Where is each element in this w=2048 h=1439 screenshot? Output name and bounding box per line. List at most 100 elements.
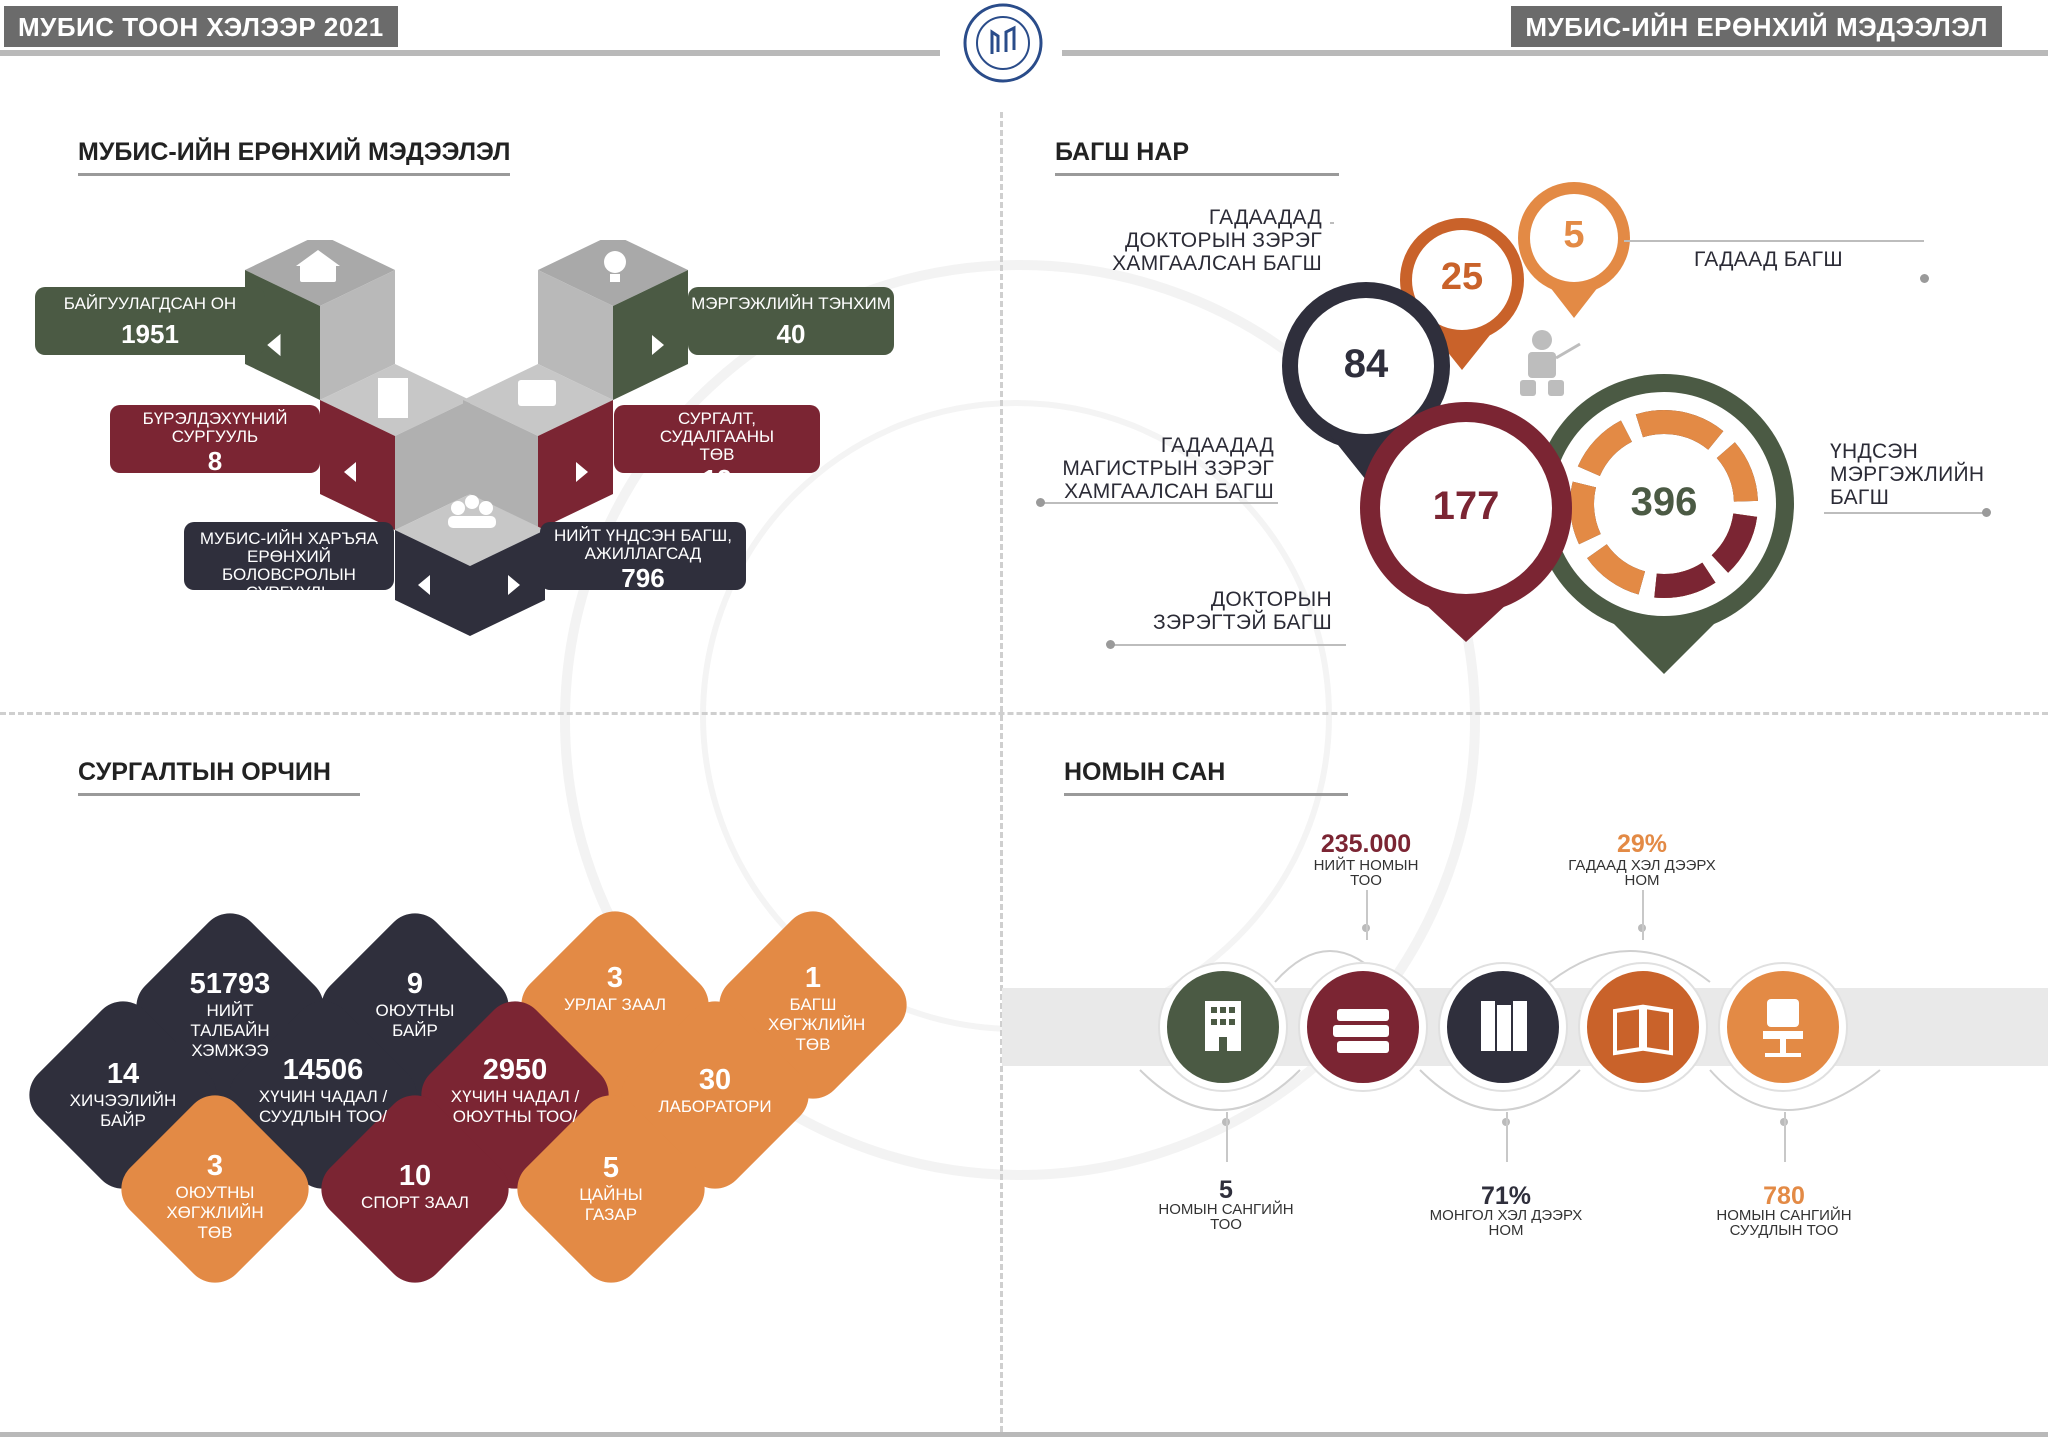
founded-value: 1951	[121, 319, 179, 349]
foreign-teacher-value: 5	[1563, 214, 1585, 256]
foreign-doctor-leader	[1330, 222, 1334, 224]
env-cafe-value: 5	[602, 1152, 620, 1184]
university-logo	[963, 3, 1043, 83]
chair-icon	[1763, 999, 1803, 1057]
departments-label: МЭРГЭЖЛИЙН ТЭНХИМ	[691, 294, 891, 313]
env-lab-label: ЛАБОРАТОРИ	[658, 1097, 772, 1116]
core-leader	[1824, 512, 1990, 514]
book-binders-icon-circle	[1440, 964, 1566, 1090]
env-student-center-label: ОЮУТНЫ ХӨГЖЛИЙН ТӨВ	[166, 1183, 264, 1242]
doctor-value: 177	[1432, 484, 1500, 528]
env-teacher-center-value: 1	[804, 962, 822, 994]
centers-label: СУРГАЛТ, СУДАЛГААНЫ ТӨВ	[659, 409, 775, 464]
foreign-doctor-label: ГАДААДАД ДОКТОРЫН ЗЭРЭГ ХАМГААЛСАН БАГШ	[1112, 206, 1322, 275]
mongolian-books-label: МОНГОЛ ХЭЛ ДЭЭРХ НОМ	[1396, 1208, 1616, 1238]
core-label: ҮНДСЭН МЭРГЭЖЛИЙН БАГШ	[1830, 440, 1985, 509]
libraries-label: НОМЫН САНГИЙН ТОО	[1116, 1202, 1336, 1232]
pin-foreign-master	[1282, 282, 1450, 480]
schools-label: БҮРЭЛДЭХҮҮНИЙ СУРГУУЛЬ	[142, 409, 288, 446]
env-gym-label: СПОРТ ЗААЛ	[361, 1193, 469, 1212]
building-icon-circle	[1160, 964, 1286, 1090]
foreign-books-label: ГАДААД ХЭЛ ДЭЭРХ НОМ	[1532, 858, 1752, 888]
foreign-master-value: 84	[1343, 342, 1389, 386]
header-left-tag: МУБИС ТООН ХЭЛЭЭР 2021	[4, 6, 398, 47]
env-seat-capacity-value: 14506	[282, 1054, 364, 1086]
mongolian-books-value: 71%	[1480, 1182, 1532, 1210]
hexagon-cubes-graphic	[245, 240, 688, 636]
seats-label: НОМЫН САНГИЙН СУУДЛЫН ТОО	[1674, 1208, 1894, 1238]
env-student-center-value: 3	[206, 1150, 224, 1182]
open-book-icon-circle	[1580, 964, 1706, 1090]
staff-value: 796	[621, 563, 665, 593]
departments-value: 40	[776, 319, 806, 349]
teacher-icon	[1520, 330, 1581, 396]
pin-core	[1534, 374, 1794, 674]
library-connectors	[1139, 924, 1881, 1126]
founded-card: БАЙГУУЛАГДСАН ОН 1951	[35, 287, 265, 355]
staff-card: НИЙТ ҮНДСЭН БАГШ, АЖИЛЛАГСАД 796	[540, 522, 746, 593]
foreign-teacher-dot	[1920, 274, 1929, 283]
doctor-label: ДОКТОРЫН ЗЭРЭГТЭЙ БАГШ	[1153, 588, 1332, 634]
horizontal-divider	[0, 712, 2048, 715]
env-area-value: 51793	[189, 968, 271, 1000]
pin-foreign-teacher	[1518, 182, 1630, 318]
env-lab-value: 30	[698, 1064, 732, 1096]
env-student-capacity-label: ХҮЧИН ЧАДАЛ /ОЮУТНЫ ТОО/	[450, 1087, 580, 1126]
doctor-dot	[1106, 640, 1115, 649]
mongolian-books-label-text: МОНГОЛ ХЭЛ ДЭЭРХ НОМ	[1429, 1207, 1583, 1239]
seats-label-text: НОМЫН САНГИЙН СУУДЛЫН ТОО	[1716, 1207, 1852, 1239]
pin-foreign-doctor	[1400, 218, 1524, 370]
centers-value: 12	[702, 464, 732, 494]
doctor-leader	[1110, 644, 1346, 646]
env-cafe-label: ЦАЙНЫ ГАЗАР	[579, 1185, 643, 1224]
staff-label: НИЙТ ҮНДСЭН БАГШ, АЖИЛЛАГСАД	[553, 526, 732, 563]
foreign-master-dot	[1036, 498, 1045, 507]
env-dorm-value: 9	[406, 968, 424, 1000]
affiliated-card: МУБИС-ИЙН ХАРЪЯА ЕРӨНХИЙ БОЛОВСРОЛЫН СУР…	[184, 522, 394, 602]
teachers-pins-graphic	[1282, 182, 1794, 674]
seats-value: 780	[1763, 1182, 1805, 1210]
schools-card: БҮРЭЛДЭХҮҮНИЙ СУРГУУЛЬ 8	[110, 405, 320, 476]
foreign-books-label-text: ГАДААД ХЭЛ ДЭЭРХ НОМ	[1568, 857, 1716, 889]
foreign-master-leader	[1040, 502, 1278, 504]
footer-rule	[0, 1432, 2048, 1437]
chair-icon-circle	[1720, 964, 1846, 1090]
centers-card: СУРГАЛТ, СУДАЛГААНЫ ТӨВ 12	[614, 405, 820, 494]
library-title: НОМЫН САН	[1064, 758, 1348, 796]
total-books-label-text: НИЙТ НОМЫН ТОО	[1313, 857, 1419, 889]
env-classroom-value: 14	[106, 1058, 140, 1090]
book-binders-icon	[1481, 1001, 1527, 1051]
libraries-value: 5	[1219, 1176, 1233, 1204]
total-books-label: НИЙТ НОМЫН ТОО	[1256, 858, 1476, 888]
core-dot	[1982, 508, 1991, 517]
env-gym-value: 10	[398, 1160, 432, 1192]
env-classroom-label: ХИЧЭЭЛИЙН БАЙР	[69, 1091, 177, 1130]
header-rule-left	[0, 50, 940, 56]
foreign-master-label: ГАДААДАД МАГИСТРЫН ЗЭРЭГ ХАМГААЛСАН БАГШ	[1062, 434, 1274, 503]
foreign-teacher-leader	[1624, 240, 1924, 242]
mongolian-books-connector	[1506, 1112, 1508, 1162]
environment-title: СУРГАЛТЫН ОРЧИН	[78, 758, 360, 796]
teachers-title: БАГШ НАР	[1055, 138, 1339, 176]
foreign-books-connector	[1642, 890, 1644, 940]
total-books-connector	[1366, 890, 1368, 940]
open-book-icon	[1613, 1004, 1673, 1056]
foreign-books-value: 29%	[1616, 830, 1668, 858]
env-dorm-label: ОЮУТНЫ БАЙР	[375, 1001, 455, 1040]
watermark-seal	[560, 260, 1480, 1180]
header-right-tag: МУБИС-ИЙН ЕРӨНХИЙ МЭДЭЭЛЭЛ	[1511, 6, 2002, 47]
core-value: 396	[1630, 480, 1698, 524]
founded-label: БАЙГУУЛАГДСАН ОН	[63, 294, 237, 313]
total-books-value: 235.000	[1320, 830, 1412, 858]
env-student-capacity-value: 2950	[482, 1054, 548, 1086]
schools-value: 8	[207, 446, 223, 476]
env-art-hall-value: 3	[606, 962, 624, 994]
